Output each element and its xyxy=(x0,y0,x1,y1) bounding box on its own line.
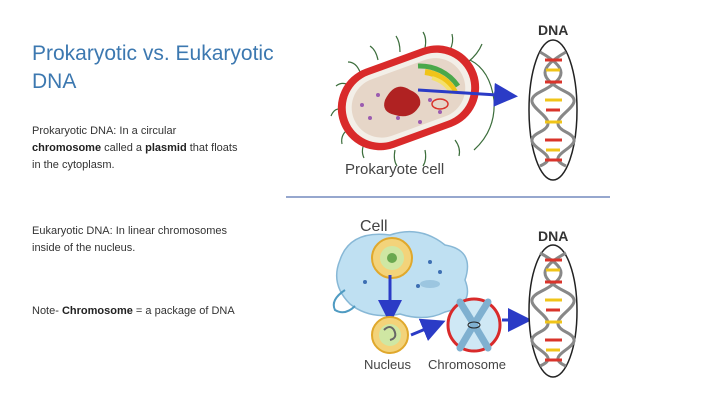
bacterium-icon xyxy=(330,31,495,167)
cell-label: Cell xyxy=(360,218,388,235)
chromosome-icon xyxy=(446,297,502,353)
dna-label-bottom: DNA xyxy=(538,228,569,244)
bold-term-plasmid: plasmid xyxy=(145,142,187,154)
text-run: Eukaryotic DNA: In linear chromosomes in… xyxy=(32,225,228,254)
dna-helix-icon xyxy=(528,244,578,378)
bold-term-chromosome: Chromosome xyxy=(61,305,133,317)
text-run: = a package of DNA xyxy=(132,305,235,317)
slide-title: Prokaryotic vs. Eukaryotic DNA xyxy=(32,42,274,93)
animal-cell-icon xyxy=(332,230,469,319)
dna-helix-icon xyxy=(528,39,578,181)
prokaryote-cell-label: Prokaryote cell xyxy=(345,161,445,178)
nucleus-icon xyxy=(371,316,409,354)
text-run: Note- xyxy=(32,305,62,317)
arrow-nucleus-to-chromosome xyxy=(410,318,446,341)
prokaryotic-paragraph: Prokaryotic DNA: In a circular chromosom… xyxy=(32,123,242,174)
note-paragraph: Note- Chromosome = a package of DNA xyxy=(32,303,242,320)
chromosome-label: Chromosome xyxy=(428,357,507,372)
arrow-to-dna-top xyxy=(417,82,518,107)
text-run: called a xyxy=(101,142,146,154)
dna-label-top: DNA xyxy=(538,22,569,38)
text-run: Prokaryotic DNA: In a circular xyxy=(32,125,177,137)
bold-term-chromosome: chromosome xyxy=(32,142,102,154)
eukaryotic-paragraph: Eukaryotic DNA: In linear chromosomes in… xyxy=(32,223,242,257)
nucleus-label: Nucleus xyxy=(364,357,411,372)
text-run: that floats in the cytoplasm. xyxy=(32,142,238,171)
